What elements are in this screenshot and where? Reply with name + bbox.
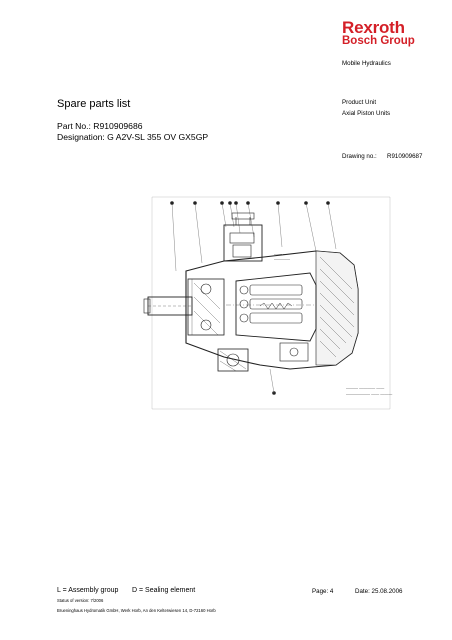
brand-logo-text: Rexroth [342,18,405,37]
svg-text:——— ———— ——: ——— ———— —— [346,385,384,390]
svg-text:—————— —— ———: —————— —— ——— [346,391,392,396]
product-unit-value: Axial Piston Units [342,110,391,117]
svg-text:—— ——: —— —— [274,251,291,256]
company-address: Brueninghaus Hydromatik GmbH, Werk Horb,… [57,608,216,613]
legend-assembly-group: L = Assembly group [57,587,119,594]
division-label: Mobile Hydraulics [342,60,391,67]
part-number: Part No.: R910909686 [57,121,143,131]
svg-text:————: ———— [274,256,290,261]
page-number: Page: 4 [312,588,334,595]
designation: Designation: G A2V-SL 355 OV GX5GP [57,132,209,142]
drawing-no-label: Drawing no.: [342,153,377,160]
pump-cross-section-drawing: ——— ———— —— —————— —— ——— —— —— ———— [143,196,392,410]
drawing-no-value: R910909687 [387,153,423,160]
legend-sealing-element: D = Sealing element [132,587,196,594]
page-title: Spare parts list [57,98,131,110]
version-status: Status of version: 7/2006 [57,598,104,603]
product-unit-label: Product Unit [342,99,377,106]
document-date: Date: 25.08.2006 [355,588,403,595]
brand-subtitle: Bosch Group [342,35,415,47]
